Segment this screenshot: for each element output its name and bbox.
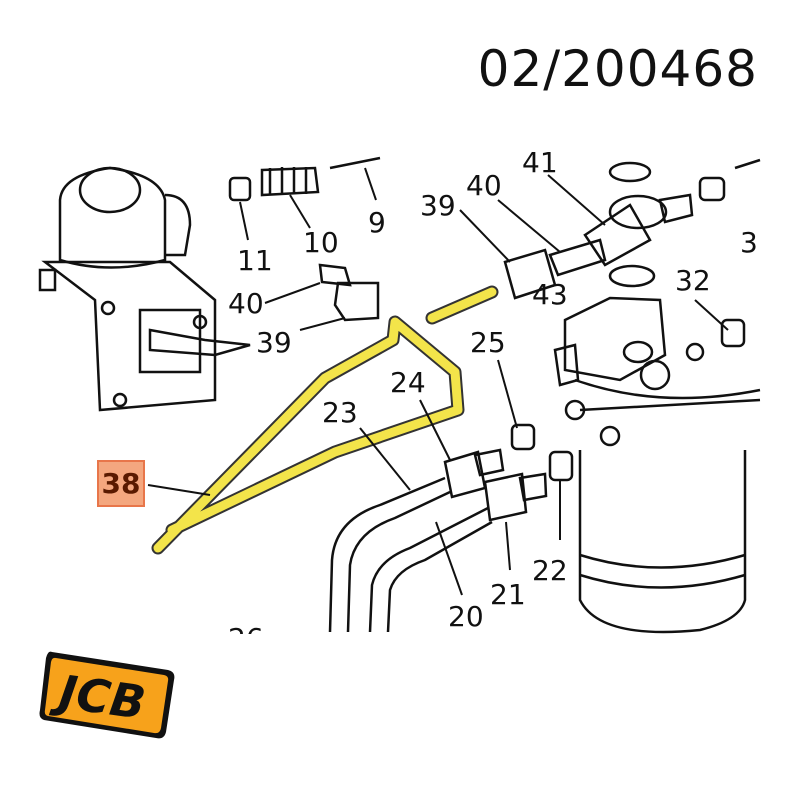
callout-24: 24 [390, 366, 426, 399]
callout-43: 43 [532, 278, 568, 311]
fittings-top [228, 156, 381, 322]
fuel-pipes [328, 423, 574, 633]
callout-9: 9 [368, 206, 386, 239]
callout-25: 25 [470, 326, 506, 359]
callout-40-right: 40 [466, 169, 502, 202]
callout-39-left: 39 [256, 326, 292, 359]
callout-22: 22 [532, 554, 568, 587]
banjo-union [503, 158, 761, 300]
callout-23: 23 [322, 396, 358, 429]
fuel-lift-pump [38, 166, 251, 412]
highlighted-pipe-38[interactable] [151, 285, 499, 555]
callout-11: 11 [237, 244, 273, 277]
fuel-filter [553, 296, 761, 634]
jcb-logo: JCB [39, 651, 175, 739]
part-number: 02/200468 [477, 40, 758, 98]
callout-39-right: 39 [420, 189, 456, 222]
callout-10: 10 [303, 226, 339, 259]
callout-numbers: 9 10 11 40 39 39 40 41 3 43 32 25 24 23 … [228, 146, 758, 655]
callout-40-left: 40 [228, 287, 264, 320]
callout-21: 21 [490, 578, 526, 611]
callout-32: 32 [675, 264, 711, 297]
logo-text: JCB [48, 663, 149, 730]
callout-41: 41 [522, 146, 558, 179]
leader-lines [147, 167, 729, 596]
callout-20: 20 [448, 600, 484, 633]
highlighted-callout-38[interactable]: 38 [97, 460, 145, 507]
callout-3: 3 [740, 226, 758, 259]
